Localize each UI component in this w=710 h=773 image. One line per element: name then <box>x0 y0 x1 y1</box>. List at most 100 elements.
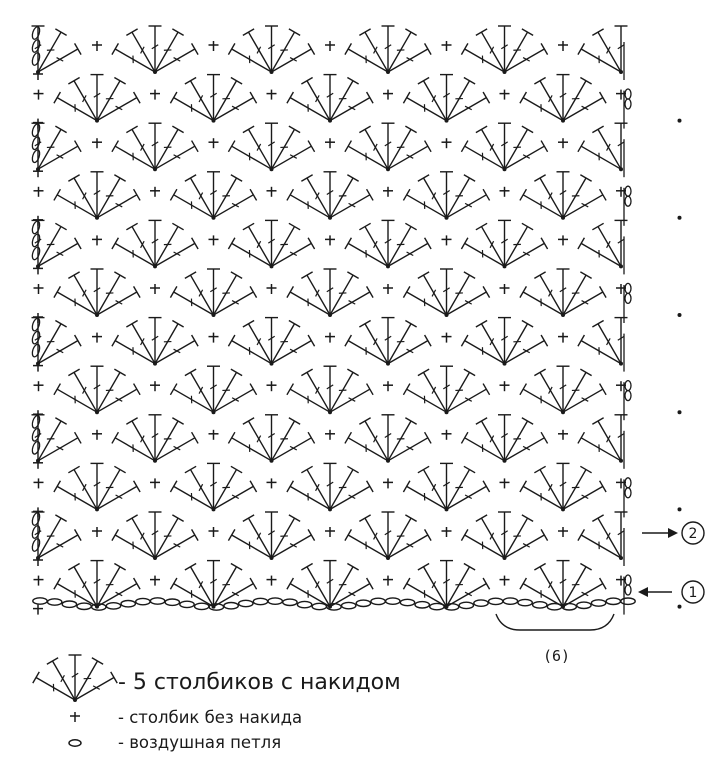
foundation-chain-10 <box>164 598 181 607</box>
sc-r2-4 <box>383 89 393 100</box>
fan-r3-4 <box>460 122 549 172</box>
sc-r11-5 <box>558 527 568 537</box>
fan-r6-2 <box>169 268 258 317</box>
sc-r9-5 <box>558 429 568 440</box>
sc-r1-3 <box>325 41 335 51</box>
sc-r10-5 <box>499 478 510 489</box>
sc-r1-4 <box>441 41 452 51</box>
fan-r12-4 <box>402 559 491 609</box>
foundation-chain-2 <box>46 598 63 606</box>
fan-r12-1 <box>53 559 141 609</box>
turn-chain-right-6 <box>624 574 632 596</box>
fan-r9-edge-left <box>31 414 82 463</box>
fan-r5-1 <box>111 219 199 269</box>
repeat-bracket: (6) <box>495 613 615 665</box>
sc-r1-5 <box>558 41 568 51</box>
sc-r4-2 <box>150 186 160 197</box>
sc-r4-5 <box>499 186 510 197</box>
sc-r12-3 <box>266 575 277 586</box>
fan-r12-5 <box>519 559 607 609</box>
fan-r10-1 <box>53 462 141 512</box>
turn-chain-left-2 <box>31 123 41 164</box>
foundation-chain-24 <box>370 597 386 606</box>
sc-r8-1 <box>33 381 44 392</box>
sc-r5-2 <box>208 235 219 246</box>
row-marker-1-number: 1 <box>689 585 698 601</box>
foundation-chain-16 <box>252 597 269 606</box>
fan-r6-3 <box>286 268 374 317</box>
fan-r8-5 <box>519 365 607 415</box>
fan-r9-5 <box>577 414 628 463</box>
sc-r1-1 <box>92 41 102 51</box>
sc-r9-3 <box>325 429 335 440</box>
fan-r12-2 <box>169 559 258 609</box>
fan-r2-3 <box>286 73 374 123</box>
fan-r9-2 <box>227 414 316 463</box>
foundation-chain-1 <box>32 597 48 605</box>
legend-chain-symbol <box>68 739 82 747</box>
sc-edge-r5 <box>33 264 43 275</box>
foundation-chain-40 <box>605 597 622 606</box>
turn-chain-right-2 <box>624 185 632 207</box>
sc-r6-5 <box>499 284 510 294</box>
sc-r2-3 <box>266 89 277 100</box>
sc-r3-5 <box>558 138 568 149</box>
sc-r12-2 <box>150 575 160 586</box>
fan-r12-3 <box>286 559 374 609</box>
sc-edge-r7 <box>33 361 43 372</box>
foundation-chain-34 <box>517 598 533 607</box>
foundation-chain-36 <box>546 602 563 611</box>
foundation-chain-25 <box>384 597 401 605</box>
foundation-chain-41 <box>620 597 636 606</box>
fan-r2-4 <box>402 73 491 123</box>
fan-r7-1 <box>111 316 199 366</box>
fan-r3-1 <box>111 122 199 172</box>
fan-r5-5 <box>577 219 628 269</box>
foundation-chain-20 <box>311 602 328 611</box>
sc-r1-2 <box>208 41 219 51</box>
fan-r5-2 <box>227 219 316 269</box>
foundation-chain-15 <box>237 599 254 608</box>
sc-r5-4 <box>441 235 452 246</box>
fan-r8-2 <box>169 365 258 415</box>
foundation-chain-22 <box>340 601 357 610</box>
fan-r11-5 <box>577 511 628 560</box>
sc-r7-2 <box>208 332 219 343</box>
fan-r10-4 <box>402 462 491 512</box>
sc-r10-4 <box>383 478 393 489</box>
foundation-chain-39 <box>590 599 607 607</box>
turn-chain-left-1 <box>31 26 41 66</box>
turn-chain-left-4 <box>31 317 41 358</box>
fan-r7-3 <box>344 316 432 366</box>
foundation-chain <box>32 597 636 611</box>
fan-r1-2 <box>227 25 316 74</box>
fan-r4-5 <box>519 171 607 220</box>
sc-r11-4 <box>441 527 452 537</box>
foundation-chain-17 <box>267 597 284 605</box>
sc-r11-2 <box>208 527 219 537</box>
fan-r10-2 <box>169 462 258 512</box>
fan-r11-2 <box>227 511 316 560</box>
fan-r2-1 <box>53 73 141 123</box>
legend-sc-symbol <box>70 712 80 722</box>
legend-chain-label: - воздушная петля <box>118 733 282 752</box>
foundation-chain-38 <box>576 601 592 610</box>
fan-r1-4 <box>460 25 549 74</box>
fan-r12-edge-right <box>677 604 682 609</box>
sc-r4-4 <box>383 186 393 197</box>
legend-fan-stitches <box>32 654 118 702</box>
fan-r10-3 <box>286 462 374 512</box>
sc-r10-3 <box>266 478 277 489</box>
sc-r7-5 <box>558 332 568 343</box>
fan-r4-1 <box>53 171 141 220</box>
sc-r2-5 <box>499 89 510 100</box>
fan-r1-5 <box>577 25 628 74</box>
sc-r9-2 <box>208 429 219 440</box>
foundation-chain-7 <box>120 599 137 608</box>
turn-chain-right-5 <box>624 477 632 499</box>
sc-r9-4 <box>441 429 452 440</box>
fan-r8-1 <box>53 365 141 415</box>
sc-r12-1 <box>33 575 44 586</box>
fan-r1-edge-left <box>31 25 82 74</box>
